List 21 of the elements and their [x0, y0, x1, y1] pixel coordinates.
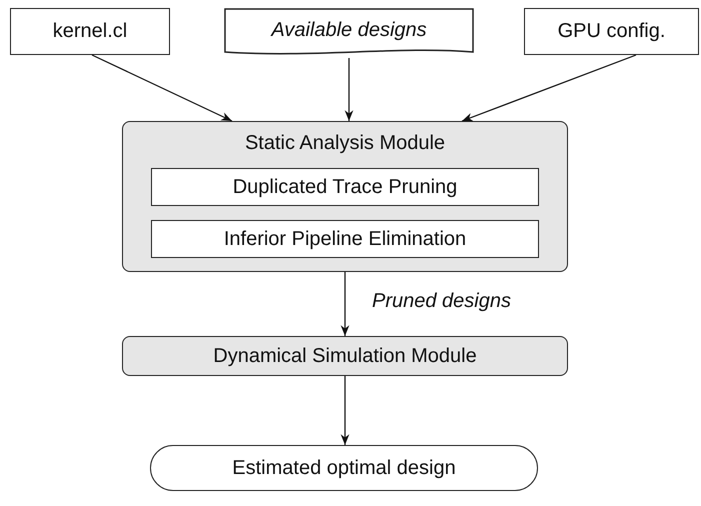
arrow: [92, 54, 232, 122]
module-box: [122, 336, 568, 376]
arrow: [340, 376, 350, 445]
box-label: Dynamical Simulation Module: [213, 344, 477, 368]
box-label: Inferior Pipeline Elimination: [224, 228, 466, 250]
input-box: [10, 8, 170, 55]
box-label: Estimated optimal design: [232, 456, 456, 480]
edge-label: Pruned designs: [372, 290, 511, 313]
process-box: [151, 220, 539, 258]
terminal-shape: [150, 445, 538, 491]
arrow: [462, 54, 636, 122]
box-label: kernel.cl: [52, 20, 128, 43]
box-label: GPU config.: [558, 20, 666, 43]
process-box: [151, 168, 539, 206]
module-panel: [122, 121, 568, 272]
arrow: [340, 272, 350, 336]
box-label: Available designs: [271, 18, 427, 42]
arrow: [344, 58, 354, 121]
module-title: Static Analysis Module: [244, 132, 446, 155]
box-label: Duplicated Trace Pruning: [232, 176, 458, 198]
input-box: [524, 8, 699, 55]
